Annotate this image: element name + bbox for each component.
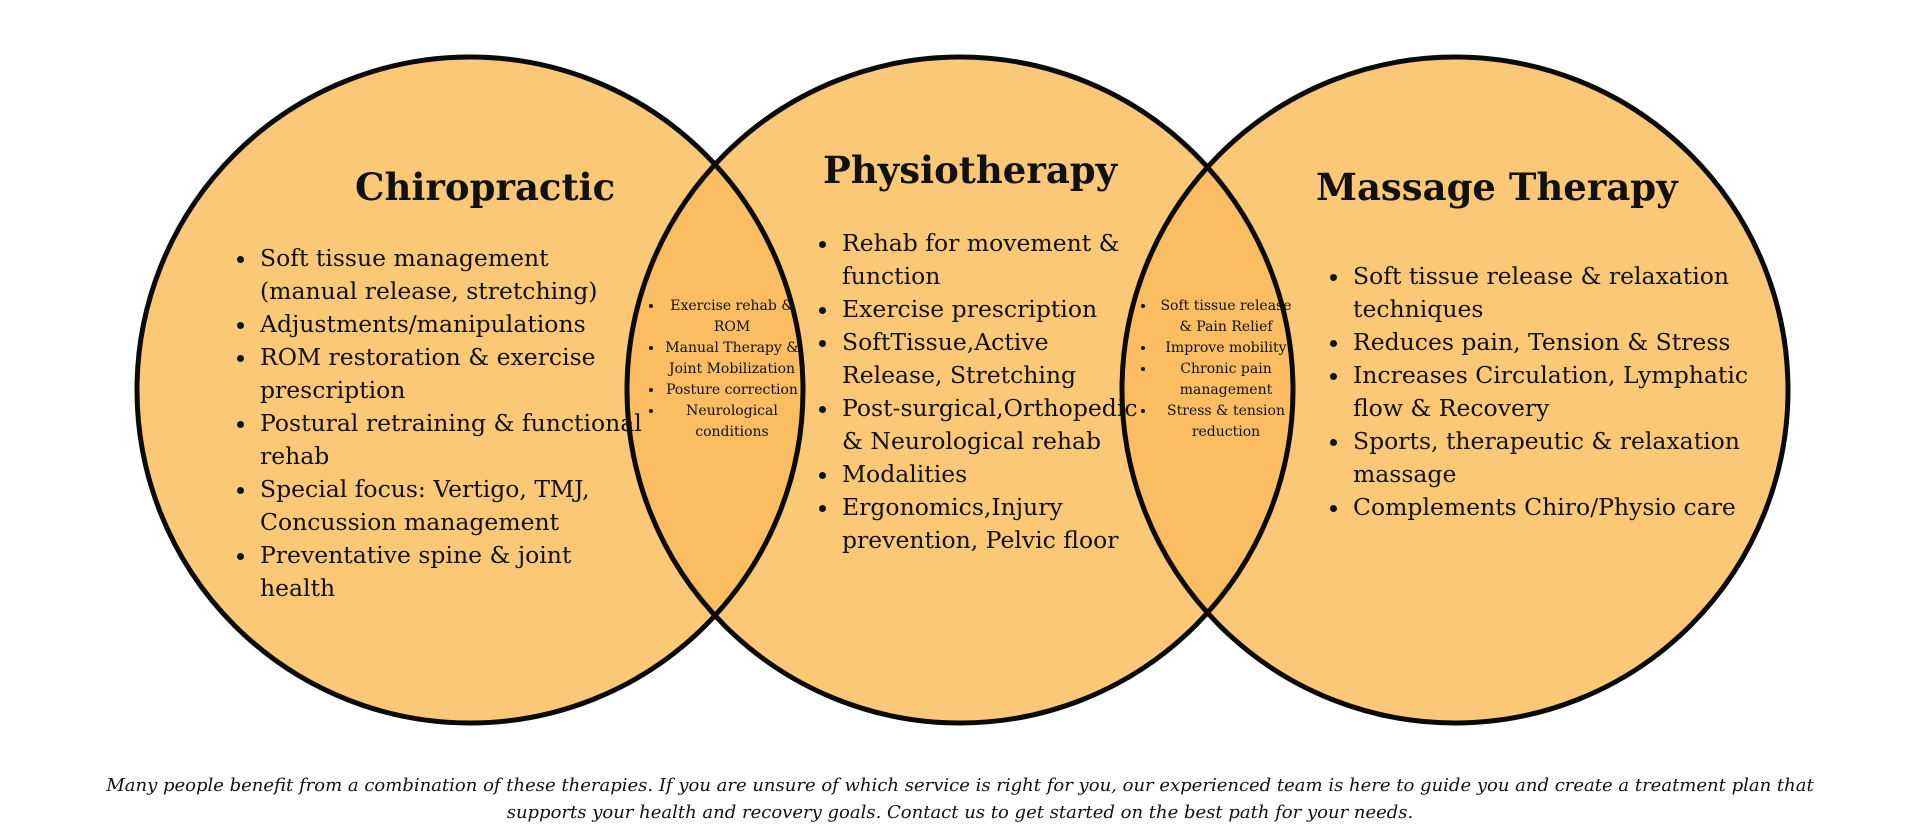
circle-massage-therapy xyxy=(1122,57,1788,723)
list-item: Improve mobility xyxy=(1156,338,1296,359)
list-item: Ergonomics,Injury prevention, Pelvic flo… xyxy=(840,491,1150,557)
list-item: Neurological conditions xyxy=(664,401,800,443)
footer-note: Many people benefit from a combination o… xyxy=(106,775,1814,823)
outline-chiropractic xyxy=(134,54,806,726)
list-item: Reduces pain, Tension & Stress xyxy=(1351,326,1751,359)
list-item: Soft tissue release & relaxation techniq… xyxy=(1351,260,1751,326)
circle-chiropractic xyxy=(137,57,803,723)
list-item: Posture correction xyxy=(664,380,800,401)
list-item: Increases Circulation, Lymphatic flow & … xyxy=(1351,359,1751,425)
list-item: Manual Therapy & Joint Mobilization xyxy=(664,338,800,380)
list-item: Modalities xyxy=(840,458,1150,491)
list-massage-therapy: Soft tissue release & relaxation techniq… xyxy=(1327,260,1751,524)
title-chiropractic: Chiropractic xyxy=(355,165,616,209)
list-item: Preventative spine & joint health xyxy=(258,539,650,605)
list-item: Exercise rehab & ROM xyxy=(664,296,800,338)
list-item: Adjustments/manipulations xyxy=(258,308,650,341)
list-item: Stress & tension reduction xyxy=(1156,401,1296,443)
circle-physiotherapy xyxy=(627,57,1293,723)
outline-physiotherapy xyxy=(624,54,1296,726)
list-item: Sports, therapeutic & relaxation massage xyxy=(1351,425,1751,491)
list-physiotherapy: Rehab for movement & function Exercise p… xyxy=(816,227,1150,557)
list-item: Rehab for movement & function xyxy=(840,227,1150,293)
list-item: Exercise prescription xyxy=(840,293,1150,326)
list-chiropractic: Soft tissue management (manual release, … xyxy=(234,242,650,605)
outline-massage-therapy xyxy=(1119,54,1791,726)
list-item: Postural retraining & functional rehab xyxy=(258,407,650,473)
list-overlap-chiro-physio: Exercise rehab & ROM Manual Therapy & Jo… xyxy=(652,296,800,443)
list-item: Chronic pain management xyxy=(1156,359,1296,401)
list-item: Special focus: Vertigo, TMJ, Concussion … xyxy=(258,473,650,539)
list-item: SoftTissue,Active Release, Stretching xyxy=(840,326,1150,392)
list-item: Soft tissue management (manual release, … xyxy=(258,242,650,308)
list-item: Post-surgical,Orthopedic & Neurological … xyxy=(840,392,1150,458)
list-item: Complements Chiro/Physio care xyxy=(1351,491,1751,524)
title-physiotherapy: Physiotherapy xyxy=(823,148,1118,192)
list-overlap-physio-massage: Soft tissue release & Pain Relief Improv… xyxy=(1144,296,1296,443)
title-massage-therapy: Massage Therapy xyxy=(1316,165,1678,209)
list-item: Soft tissue release & Pain Relief xyxy=(1156,296,1296,338)
list-item: ROM restoration & exercise prescription xyxy=(258,341,650,407)
